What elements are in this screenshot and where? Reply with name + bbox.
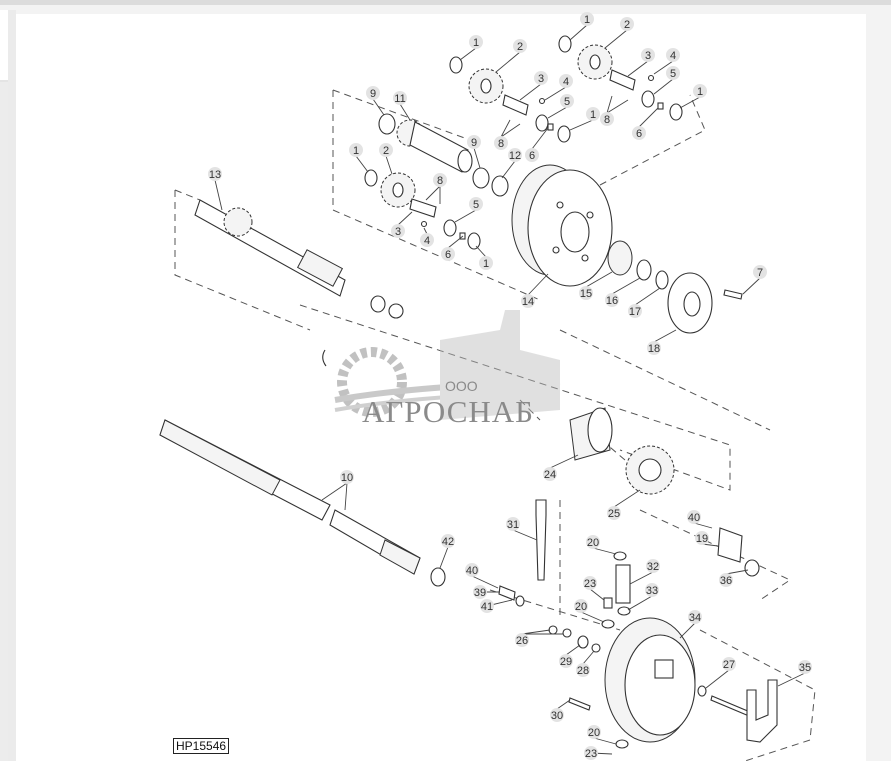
right-scrollbar-track[interactable] <box>866 14 891 761</box>
callout-10: 10 <box>341 472 353 484</box>
callout-labels: 1 2 3 4 5 1 8 6 1 2 3 4 5 1 8 6 9 11 9 1… <box>208 12 812 760</box>
callout-33: 33 <box>646 585 658 597</box>
gear-shaft-11 <box>378 113 509 197</box>
callout-31: 31 <box>507 519 519 531</box>
callout-16: 16 <box>606 295 618 307</box>
callout-20: 20 <box>587 537 599 549</box>
callout-25: 25 <box>608 508 620 520</box>
callout-8: 8 <box>498 138 504 150</box>
callout-40: 40 <box>688 512 700 524</box>
callout-27: 27 <box>723 659 735 671</box>
callout-14: 14 <box>522 296 534 308</box>
callout-1: 1 <box>483 258 489 270</box>
callout-9: 9 <box>370 88 376 100</box>
callout-6: 6 <box>529 150 535 162</box>
callout-8: 8 <box>604 114 610 126</box>
callout-leader-lines <box>214 24 806 755</box>
watermark-brand: АГРОСНАБ <box>362 394 534 429</box>
rear-housing-34 <box>604 617 696 749</box>
callout-42: 42 <box>442 536 454 548</box>
left-side-panel <box>0 10 8 82</box>
gear-cluster-lower <box>364 169 481 250</box>
callout-1: 1 <box>353 145 359 157</box>
callout-4: 4 <box>563 76 569 88</box>
callout-1: 1 <box>473 37 479 49</box>
callout-3: 3 <box>538 73 544 85</box>
callout-17: 17 <box>629 306 641 318</box>
callout-8: 8 <box>437 175 443 187</box>
callout-40: 40 <box>466 565 478 577</box>
callout-39: 39 <box>474 587 486 599</box>
callout-24: 24 <box>544 469 556 481</box>
watermark-emblem <box>334 310 561 420</box>
callout-5: 5 <box>564 96 570 108</box>
callout-5: 5 <box>670 68 676 80</box>
main-shaft-10 <box>159 419 446 587</box>
callout-32: 32 <box>647 561 659 573</box>
callout-2: 2 <box>624 19 630 31</box>
toolbar-strip <box>0 5 891 14</box>
callout-23: 23 <box>584 578 596 590</box>
callout-26: 26 <box>516 635 528 647</box>
callout-4: 4 <box>670 50 676 62</box>
callout-3: 3 <box>395 226 401 238</box>
callout-6: 6 <box>445 249 451 261</box>
shift-fork-35 <box>697 679 778 743</box>
callout-1: 1 <box>697 86 703 98</box>
callout-3: 3 <box>645 50 651 62</box>
assembly-boundary-lines <box>174 89 816 761</box>
callout-2: 2 <box>383 145 389 157</box>
callout-30: 30 <box>551 710 563 722</box>
shaft-13 <box>194 199 346 297</box>
callout-12: 12 <box>509 150 521 162</box>
callout-15: 15 <box>580 288 592 300</box>
callout-11: 11 <box>394 93 405 105</box>
carrier-housing-14 <box>511 164 743 334</box>
callout-1: 1 <box>590 109 596 121</box>
callout-9: 9 <box>471 137 477 149</box>
bearing-24-gear-25 <box>569 407 675 495</box>
figure-id-label: HP15546 <box>173 738 230 754</box>
watermark-prefix: ООО <box>445 378 478 394</box>
browser-top-bar <box>0 0 891 5</box>
callout-6: 6 <box>636 128 642 140</box>
rings-behind-watermark <box>322 295 404 367</box>
callout-5: 5 <box>473 199 479 211</box>
callout-2: 2 <box>517 41 523 53</box>
callout-18: 18 <box>648 343 660 355</box>
callout-36: 36 <box>720 575 732 587</box>
callout-28: 28 <box>577 665 589 677</box>
callout-41: 41 <box>481 601 493 613</box>
callout-23: 23 <box>585 748 597 760</box>
bolt-and-sleeve-parts <box>498 499 760 711</box>
callout-19: 19 <box>696 533 708 545</box>
callout-7: 7 <box>757 267 763 279</box>
callout-20: 20 <box>588 727 600 739</box>
callout-4: 4 <box>424 235 430 247</box>
callout-13: 13 <box>209 169 221 181</box>
callout-29: 29 <box>560 656 572 668</box>
callout-20: 20 <box>575 601 587 613</box>
left-gutter <box>8 10 16 761</box>
gear-cluster-top <box>449 35 683 143</box>
callout-34: 34 <box>689 612 701 624</box>
callout-1: 1 <box>584 14 590 26</box>
callout-35: 35 <box>799 662 811 674</box>
